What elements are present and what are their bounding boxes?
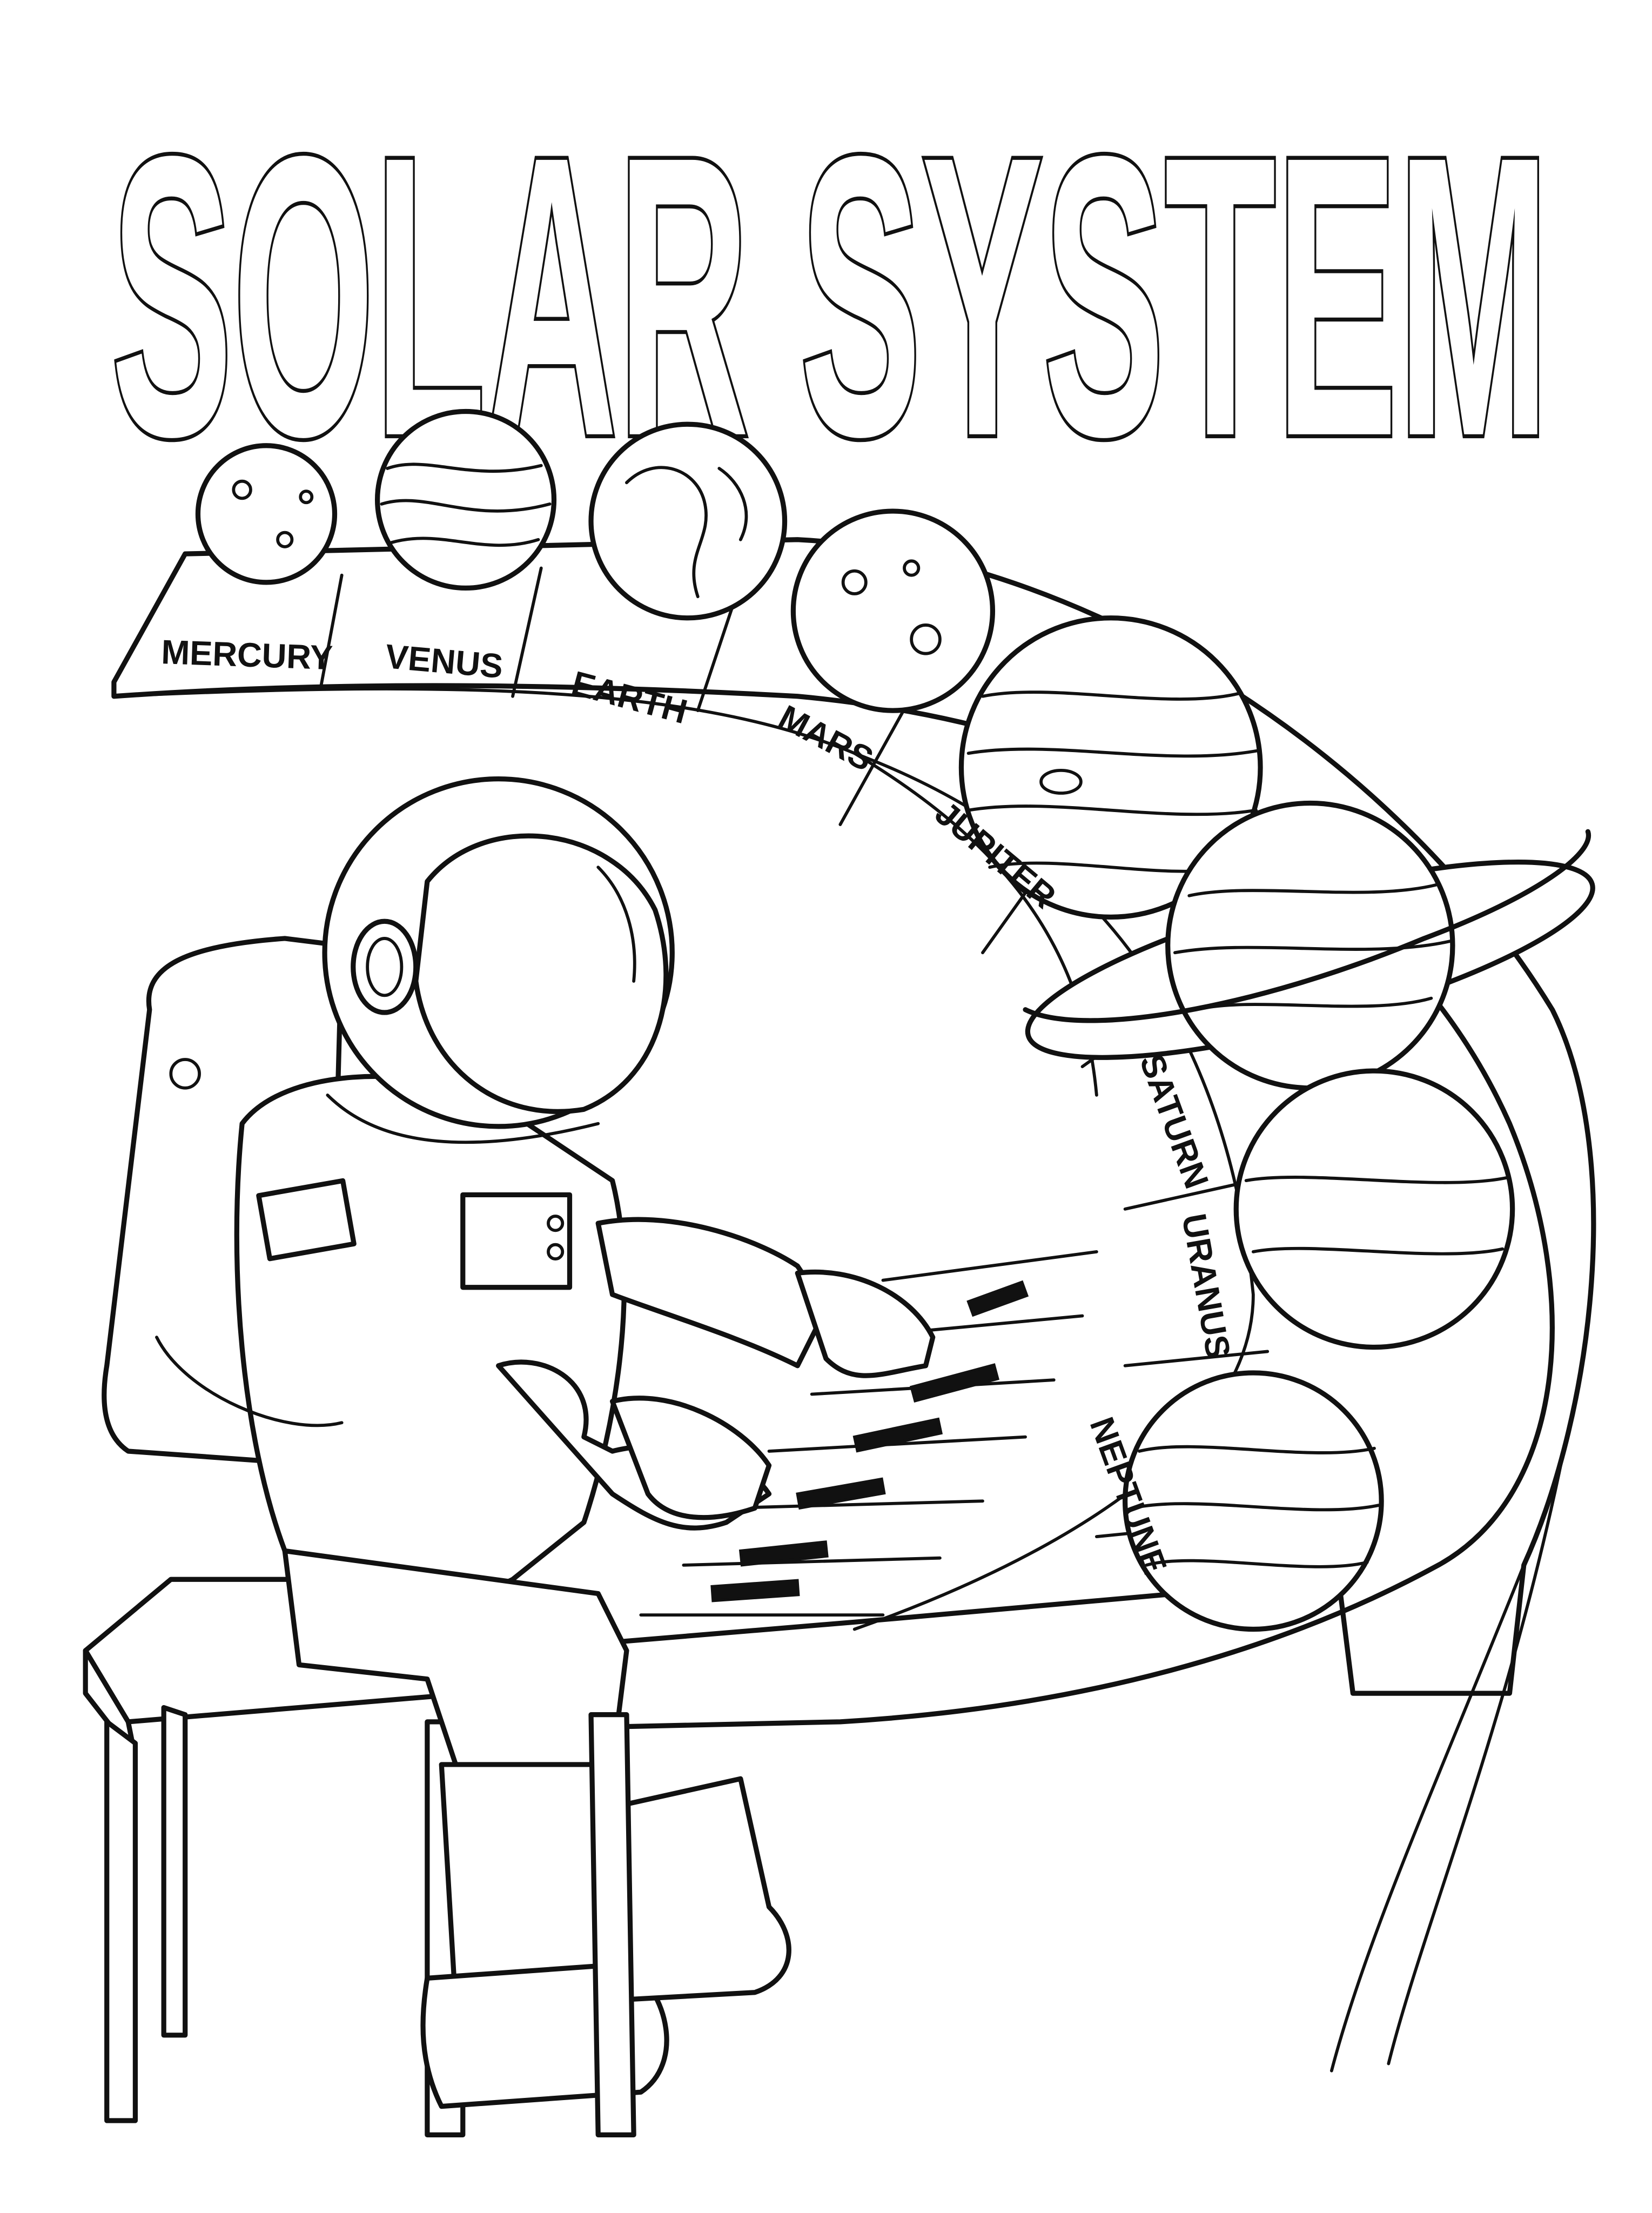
planet-jupiter (958, 615, 1263, 920)
planet-venus (374, 408, 557, 591)
piano-leg (588, 1712, 636, 2137)
visor (413, 833, 669, 1114)
upper-arm (595, 1217, 829, 1369)
right-glove (795, 1269, 936, 1378)
keyboard-track (111, 537, 1596, 2073)
suit-body (234, 1074, 627, 1607)
astronaut (102, 776, 936, 2109)
helmet-ear-light (351, 918, 419, 1015)
label-uranus: URANUS (1174, 1211, 1237, 1362)
planet-mars (790, 508, 996, 713)
planet-earth (588, 421, 788, 621)
planet-mercury (195, 443, 338, 585)
label-mercury: MERCURY (160, 633, 333, 677)
flag-patch (256, 1178, 357, 1262)
chest-control (460, 1192, 573, 1290)
planet-uranus (1233, 1068, 1515, 1350)
back-boot (609, 1776, 791, 2002)
planet-saturn (1023, 800, 1595, 1091)
page-title: SOLAR SYSTEM (111, 74, 1550, 519)
planet-neptune (1122, 1370, 1384, 1632)
left-glove (609, 1396, 772, 1520)
label-saturn: SATURN (1132, 1049, 1216, 1193)
label-mars: MARS (773, 698, 879, 779)
piano-keys (639, 1250, 1098, 1617)
